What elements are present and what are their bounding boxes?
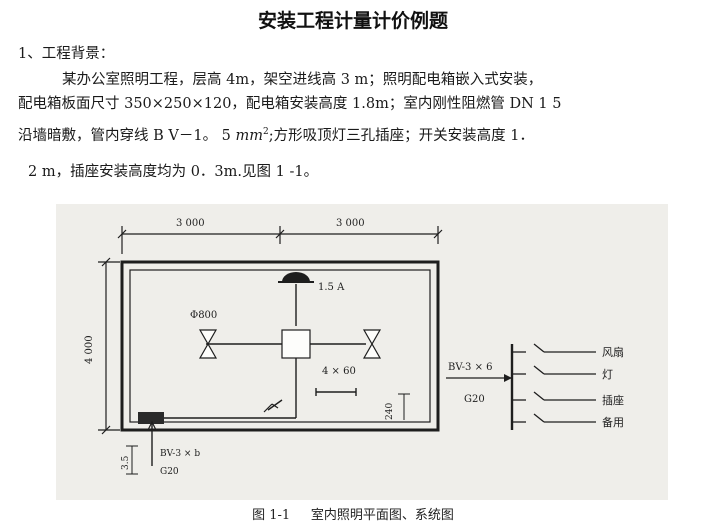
- circuit-fan: 风扇: [602, 345, 624, 359]
- dim-top-right: 3 000: [336, 218, 365, 229]
- incoming-conduit: G20: [160, 467, 179, 477]
- section-heading: 1、工程背景：: [18, 46, 115, 62]
- feeder-label: BV-3 × 6: [448, 362, 493, 373]
- figure-number: 图 1-1: [252, 508, 291, 523]
- conduit-label: 4 × 60: [322, 366, 356, 377]
- height-label: 3.5: [121, 455, 131, 470]
- figure-title: 室内照明平面图、系统图: [310, 508, 454, 523]
- paragraph-line-3-b: ;方形吸顶灯三孔插座；开关安装高度 1．: [268, 128, 534, 144]
- circuit-light: 灯: [602, 368, 613, 381]
- floor-plan-drawing: 3 000 3 000 4 000 1.5 A Φ800 4 × 60 240 …: [84, 218, 624, 477]
- paragraph-line-1: 某办公室照明工程，层高 4m，架空进线高 3 m；照明配电箱嵌入式安装，: [62, 72, 543, 88]
- circuit-socket: 插座: [602, 393, 624, 407]
- floor-plan-figure: 3 000 3 000 4 000 1.5 A Φ800 4 × 60 240 …: [56, 204, 668, 500]
- page-title: 安装工程计量计价例题: [257, 10, 448, 32]
- paragraph-line-2: 配电箱板面尺寸 350×250×120，配电箱安装高度 1.8m；室内刚性阻燃管…: [18, 96, 562, 112]
- incoming-line-label: BV-3 × b: [160, 449, 200, 459]
- unit-mm: mm: [235, 128, 264, 144]
- dim-240: 240: [385, 403, 395, 420]
- paragraph-line-3-a: 沿墙暗敷，管内穿线 B V－1。 5: [18, 128, 236, 144]
- figure-caption: 图 1-1 室内照明平面图、系统图: [0, 504, 706, 523]
- lamp-label: Φ800: [190, 310, 217, 321]
- unit-superscript: 2: [263, 127, 269, 138]
- fan-label: 1.5 A: [318, 282, 345, 293]
- paragraph-line-4: 2 m，插座安装高度均为 0．3m.见图 1 -1。: [28, 164, 319, 180]
- paragraph-line-3: 沿墙暗敷，管内穿线 B V－1。 5 mm2;方形吸顶灯三孔插座；开关安装高度 …: [18, 124, 534, 145]
- dim-left: 4 000: [84, 335, 95, 364]
- circuit-spare: 备用: [602, 415, 624, 429]
- dim-top-left: 3 000: [176, 218, 205, 229]
- feeder-conduit: G20: [464, 394, 485, 405]
